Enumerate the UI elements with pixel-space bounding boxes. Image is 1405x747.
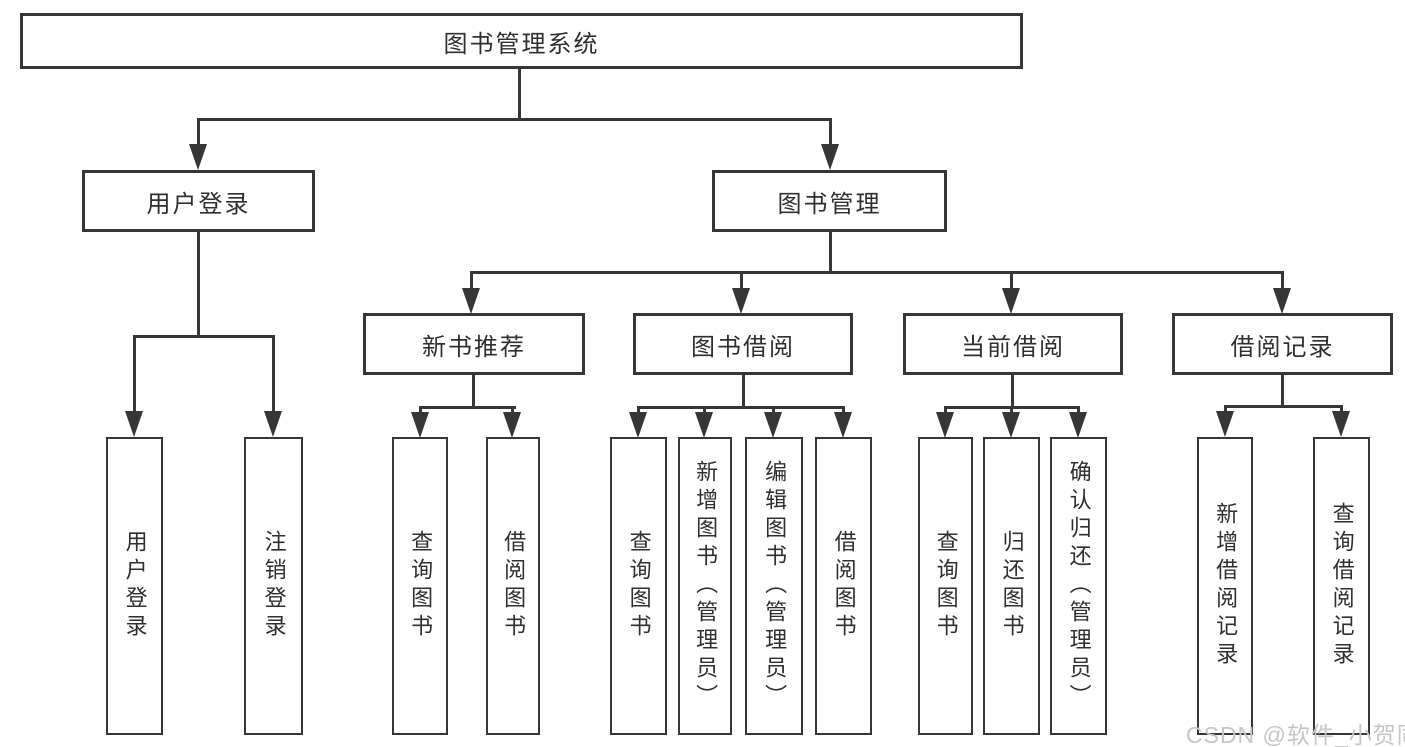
node-label: 用户登录 [146,190,251,218]
leaf-return-book: 归还图书 [983,437,1040,735]
connector-line [470,271,473,293]
connector-line [742,375,745,409]
node-label: 新增借阅记录 [1213,502,1239,670]
connector-line [829,232,832,274]
node-label: 查询图书 [933,530,959,642]
connector-line [1010,406,1013,416]
connector-line [518,69,521,121]
connector-line [1011,375,1014,409]
node-label: 借阅图书 [831,530,857,642]
connector-line [1281,271,1284,293]
node-label: 编辑图书（管理员） [762,460,788,712]
connector-line [197,232,200,338]
connector-line [472,375,475,409]
arrow-down-icon [732,288,750,314]
leaf-add-book-admin: 新增图书（管理员） [678,437,732,735]
connector-line [133,335,275,338]
leaf-user-login: 用户登录 [106,437,163,735]
connector-line [1077,406,1080,416]
leaf-add-borrow-record: 新增借阅记录 [1197,437,1253,735]
node-library-system: 图书管理系统 [20,13,1023,69]
arrow-down-icon [695,412,713,438]
node-borrowing-records: 借阅记录 [1172,313,1393,375]
node-label: 图书管理 [777,190,882,218]
node-label: 借阅记录 [1230,333,1335,361]
csdn-watermark: CSDN @软件_小贺同学 [1186,722,1405,747]
leaf-borrow-books-recommend: 借阅图书 [486,437,540,735]
node-label: 用户登录 [122,530,148,642]
arrow-down-icon [1002,288,1020,314]
connector-line [772,406,775,416]
arrow-down-icon [411,412,429,438]
node-current-borrowing: 当前借阅 [903,313,1123,375]
node-book-borrowing: 图书借阅 [633,313,853,375]
connector-line [637,406,845,409]
arrow-down-icon [1216,411,1234,437]
node-label: 新书推荐 [422,333,526,361]
connector-line [197,118,200,146]
arrow-down-icon [1332,411,1350,437]
node-label: 图书借阅 [691,333,795,361]
arrow-down-icon [834,412,852,438]
node-label: 图书管理系统 [443,30,600,58]
connector-line [703,406,706,416]
connector-line [740,271,743,293]
connector-line [133,335,136,414]
connector-line [842,406,845,416]
node-label: 查询图书 [408,530,434,642]
leaf-borrow-books-borrowing: 借阅图书 [815,437,872,735]
node-label: 确认归还（管理员） [1066,460,1092,712]
arrow-down-icon [462,288,480,314]
node-label: 查询借阅记录 [1329,502,1355,670]
leaf-edit-book-admin: 编辑图书（管理员） [745,437,803,735]
leaf-query-books-borrowing: 查询图书 [610,437,667,735]
connector-line [272,335,275,414]
node-user-login: 用户登录 [82,170,315,232]
leaf-confirm-return-admin: 确认归还（管理员） [1050,437,1107,735]
arrow-down-icon [264,411,282,437]
node-new-book-recommend: 新书推荐 [363,313,585,375]
connector-line [1010,271,1013,293]
connector-line [419,406,422,416]
connector-line [470,271,1284,274]
arrow-down-icon [1002,412,1020,438]
arrow-down-icon [821,144,839,170]
connector-line [1340,405,1343,415]
arrow-down-icon [503,412,521,438]
connector-line [637,406,640,416]
leaf-logout: 注销登录 [244,437,303,735]
node-book-management: 图书管理 [712,170,947,232]
node-label: 当前借阅 [961,333,1065,361]
leaf-query-books-recommend: 查询图书 [392,437,448,735]
leaf-query-books-current: 查询图书 [918,437,973,735]
arrow-down-icon [1273,288,1291,314]
connector-line [1281,375,1284,408]
connector-line [197,118,832,121]
arrow-down-icon [125,411,143,437]
leaf-query-borrow-record: 查询借阅记录 [1313,437,1370,735]
connector-line [944,406,947,416]
node-label: 借阅图书 [501,530,527,642]
arrow-down-icon [1069,412,1087,438]
connector-line [1224,405,1343,408]
node-label: 归还图书 [999,530,1025,642]
arrow-down-icon [189,144,207,170]
connector-line [829,118,832,146]
connector-line [1224,405,1227,415]
arrow-down-icon [629,412,647,438]
node-label: 注销登录 [261,530,287,642]
node-label: 新增图书（管理员） [693,460,719,712]
connector-line [511,406,514,416]
arrow-down-icon [764,412,782,438]
node-label: 查询图书 [626,530,652,642]
connector-line [419,406,516,409]
arrow-down-icon [936,412,954,438]
